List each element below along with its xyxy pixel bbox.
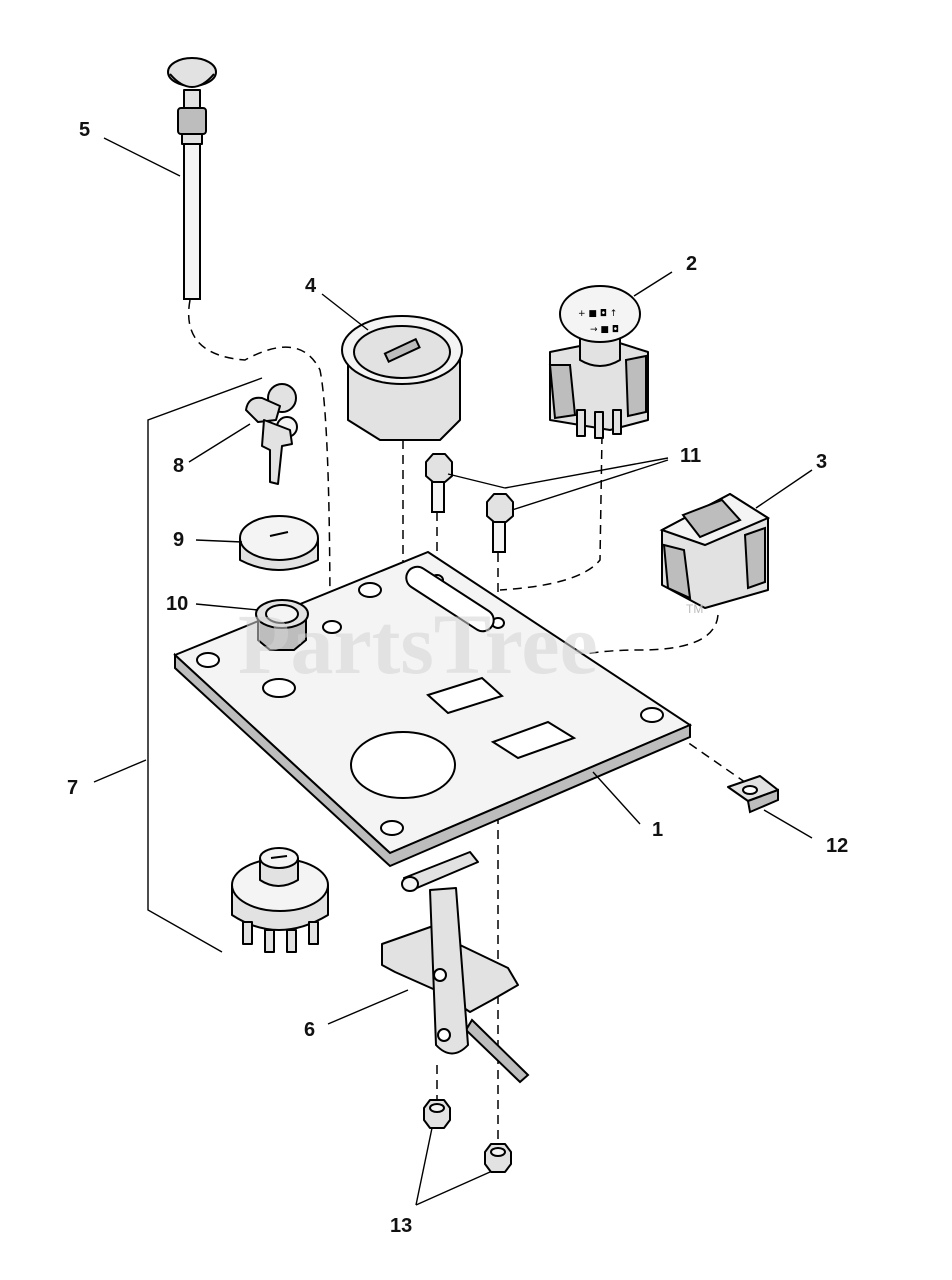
callout-8: 8 [173, 455, 184, 477]
callout-10: 10 [166, 593, 188, 615]
callout-13: 13 [390, 1215, 412, 1237]
ignition-keys [245, 383, 298, 485]
ignition-nut [255, 599, 309, 651]
trademark-mark: TM [686, 602, 703, 616]
clip-nut [727, 775, 779, 814]
rocker-switch [659, 492, 771, 609]
choke-cable [167, 57, 217, 300]
callout-2: 2 [686, 253, 697, 275]
callout-5: 5 [79, 119, 90, 141]
ignition-cap [239, 515, 319, 571]
watermark-text: PartsTree [238, 596, 598, 692]
bolt-upper [425, 453, 453, 513]
callout-6: 6 [304, 1019, 315, 1041]
callout-3: 3 [816, 451, 827, 473]
hex-nut-upper [423, 1099, 451, 1129]
hour-meter [341, 315, 463, 441]
svg-text:→ ■ ◘: → ■ ◘ [590, 325, 619, 335]
svg-text:+ ■ ◘ ↑: + ■ ◘ ↑ [578, 309, 617, 319]
leader-lines [93, 137, 813, 1206]
callout-11: 11 [680, 445, 701, 467]
callout-7: 7 [67, 777, 78, 799]
bolt-lower [486, 493, 514, 553]
callout-12: 12 [826, 835, 848, 857]
item-7-bracket [147, 377, 263, 953]
callout-1: 1 [652, 819, 663, 841]
ignition-switch [231, 847, 329, 953]
pto-switch: + ■ ◘ ↑ → ■ ◘ [548, 285, 649, 439]
callout-9: 9 [173, 529, 184, 551]
callout-4: 4 [305, 275, 317, 297]
throttle-control [381, 851, 530, 1084]
hex-nut-lower [484, 1143, 512, 1173]
